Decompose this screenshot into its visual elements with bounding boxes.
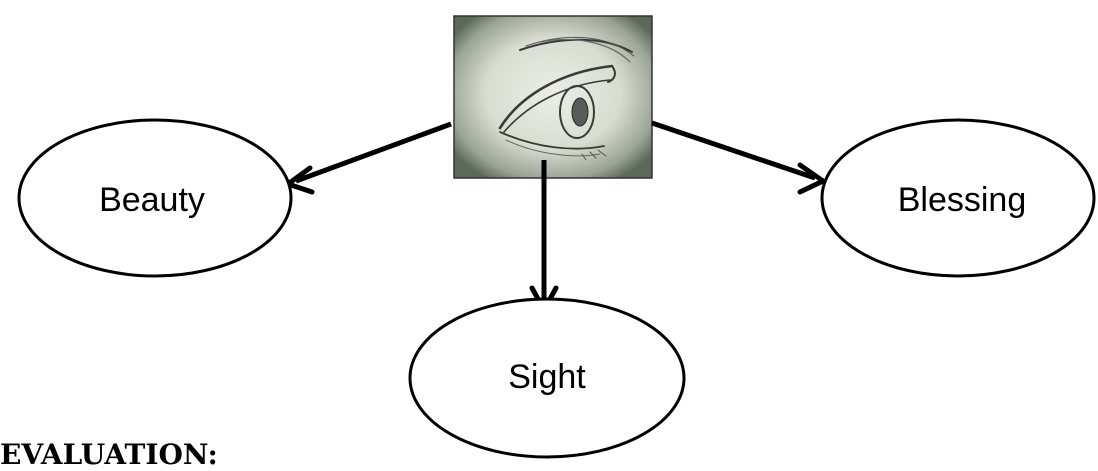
node-blessing-label: Blessing <box>898 181 1027 219</box>
arrow-to-beauty <box>288 124 451 192</box>
eye-image <box>454 16 652 178</box>
arrow-to-sight <box>532 160 556 310</box>
node-beauty: Beauty <box>19 120 291 276</box>
node-sight-label: Sight <box>508 358 586 396</box>
node-sight: Sight <box>410 299 684 457</box>
node-beauty-label: Beauty <box>99 181 205 219</box>
node-blessing: Blessing <box>822 120 1094 276</box>
section-heading: EVALUATION: <box>0 441 218 469</box>
arrow-to-blessing <box>652 123 823 192</box>
